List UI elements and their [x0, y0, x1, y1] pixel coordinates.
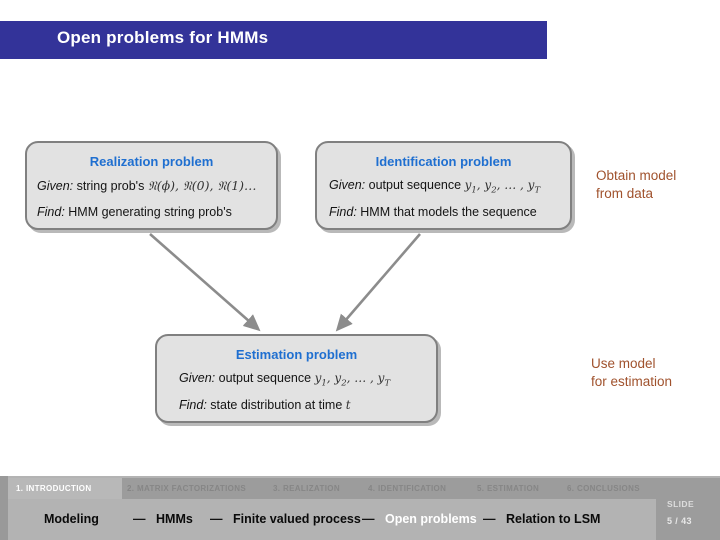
section-nav-item-identification[interactable]: 4. IDENTIFICATION — [368, 484, 447, 493]
identification-given-line: Given: output sequence y1, y2, … , yT — [329, 178, 540, 195]
find-text: state distribution at time — [210, 398, 343, 412]
given-label: Given: — [37, 179, 74, 193]
section-active-highlight — [8, 478, 122, 499]
given-text: string prob's — [76, 179, 145, 193]
title-bar — [0, 21, 547, 59]
section-nav-item-matrix-factorizations[interactable]: 2. MATRIX FACTORIZATIONS — [127, 484, 247, 493]
slide-counter-label: SLIDE — [667, 499, 695, 509]
find-text: HMM generating string prob's — [68, 205, 232, 219]
section-nav-item-realization[interactable]: 3. REALIZATION — [273, 484, 340, 493]
subnav-separator-4: — — [483, 512, 496, 526]
given-text: output sequence — [218, 371, 312, 385]
find-label: Find: — [37, 205, 65, 219]
subnav-separator-2: — — [210, 512, 223, 526]
annotation-use-model: Use model for estimation — [591, 355, 672, 391]
subnav-item-finite-valued-process[interactable]: Finite valued process — [233, 512, 361, 526]
given-label: Given: — [329, 178, 366, 192]
annotation-obtain-model: Obtain model from data — [596, 167, 676, 203]
given-text: output sequence — [368, 178, 462, 192]
annotation-obtain-line1: Obtain model — [596, 168, 677, 183]
annotation-use-line2: for estimation — [591, 374, 673, 389]
find-label: Find: — [179, 398, 207, 412]
given-math: 𝔑(ϕ), 𝔑(0), 𝔑(1)… — [147, 178, 257, 193]
subsection-nav-row — [8, 499, 720, 540]
estimation-problem-title: Estimation problem — [235, 347, 358, 362]
annotation-obtain-line2: from data — [596, 186, 654, 201]
subnav-item-relation-to-lsm[interactable]: Relation to LSM — [506, 512, 601, 526]
arrow-realization-to-estimation — [149, 233, 261, 332]
footer-left-accent — [0, 476, 8, 540]
section-nav-strip — [8, 478, 720, 499]
find-math: t — [345, 398, 351, 412]
subnav-item-open-problems[interactable]: Open problems — [385, 512, 477, 526]
realization-given-line: Given: string prob's 𝔑(ϕ), 𝔑(0), 𝔑(1)… — [37, 178, 257, 194]
section-nav-item-conclusions[interactable]: 6. CONCLUSIONS — [567, 484, 640, 493]
realization-problem-title: Realization problem — [89, 154, 214, 169]
identification-problem-box: Identification problem Given: output seq… — [315, 141, 572, 230]
given-label: Given: — [179, 371, 216, 385]
find-text: HMM that models the sequence — [360, 205, 537, 219]
subnav-item-modeling[interactable]: Modeling — [44, 512, 99, 526]
slide-counter-number: 5 / 43 — [667, 516, 692, 526]
given-math: y1, y2, … , yT — [314, 371, 391, 389]
annotation-use-line1: Use model — [591, 356, 656, 371]
subnav-separator-1: — — [133, 512, 146, 526]
identification-problem-title: Identification problem — [375, 154, 512, 169]
estimation-problem-box: Estimation problem Given: output sequenc… — [155, 334, 438, 423]
subnav-separator-3: — — [362, 512, 375, 526]
estimation-find-line: Find: state distribution at time t — [179, 398, 351, 412]
arrow-identification-to-estimation — [335, 233, 421, 332]
slide-counter-panel — [656, 499, 720, 540]
page-title: Open problems for HMMs — [57, 28, 269, 47]
estimation-given-line: Given: output sequence y1, y2, … , yT — [179, 371, 390, 388]
realization-find-line: Find: HMM generating string prob's — [37, 205, 232, 219]
find-label: Find: — [329, 205, 357, 219]
section-nav-item-introduction[interactable]: 1. INTRODUCTION — [16, 484, 92, 493]
subnav-item-hmms[interactable]: HMMs — [156, 512, 193, 526]
given-math: y1, y2, … , yT — [464, 178, 541, 196]
realization-problem-box: Realization problem Given: string prob's… — [25, 141, 278, 230]
identification-find-line: Find: HMM that models the sequence — [329, 205, 537, 219]
section-nav-item-estimation[interactable]: 5. ESTIMATION — [477, 484, 540, 493]
